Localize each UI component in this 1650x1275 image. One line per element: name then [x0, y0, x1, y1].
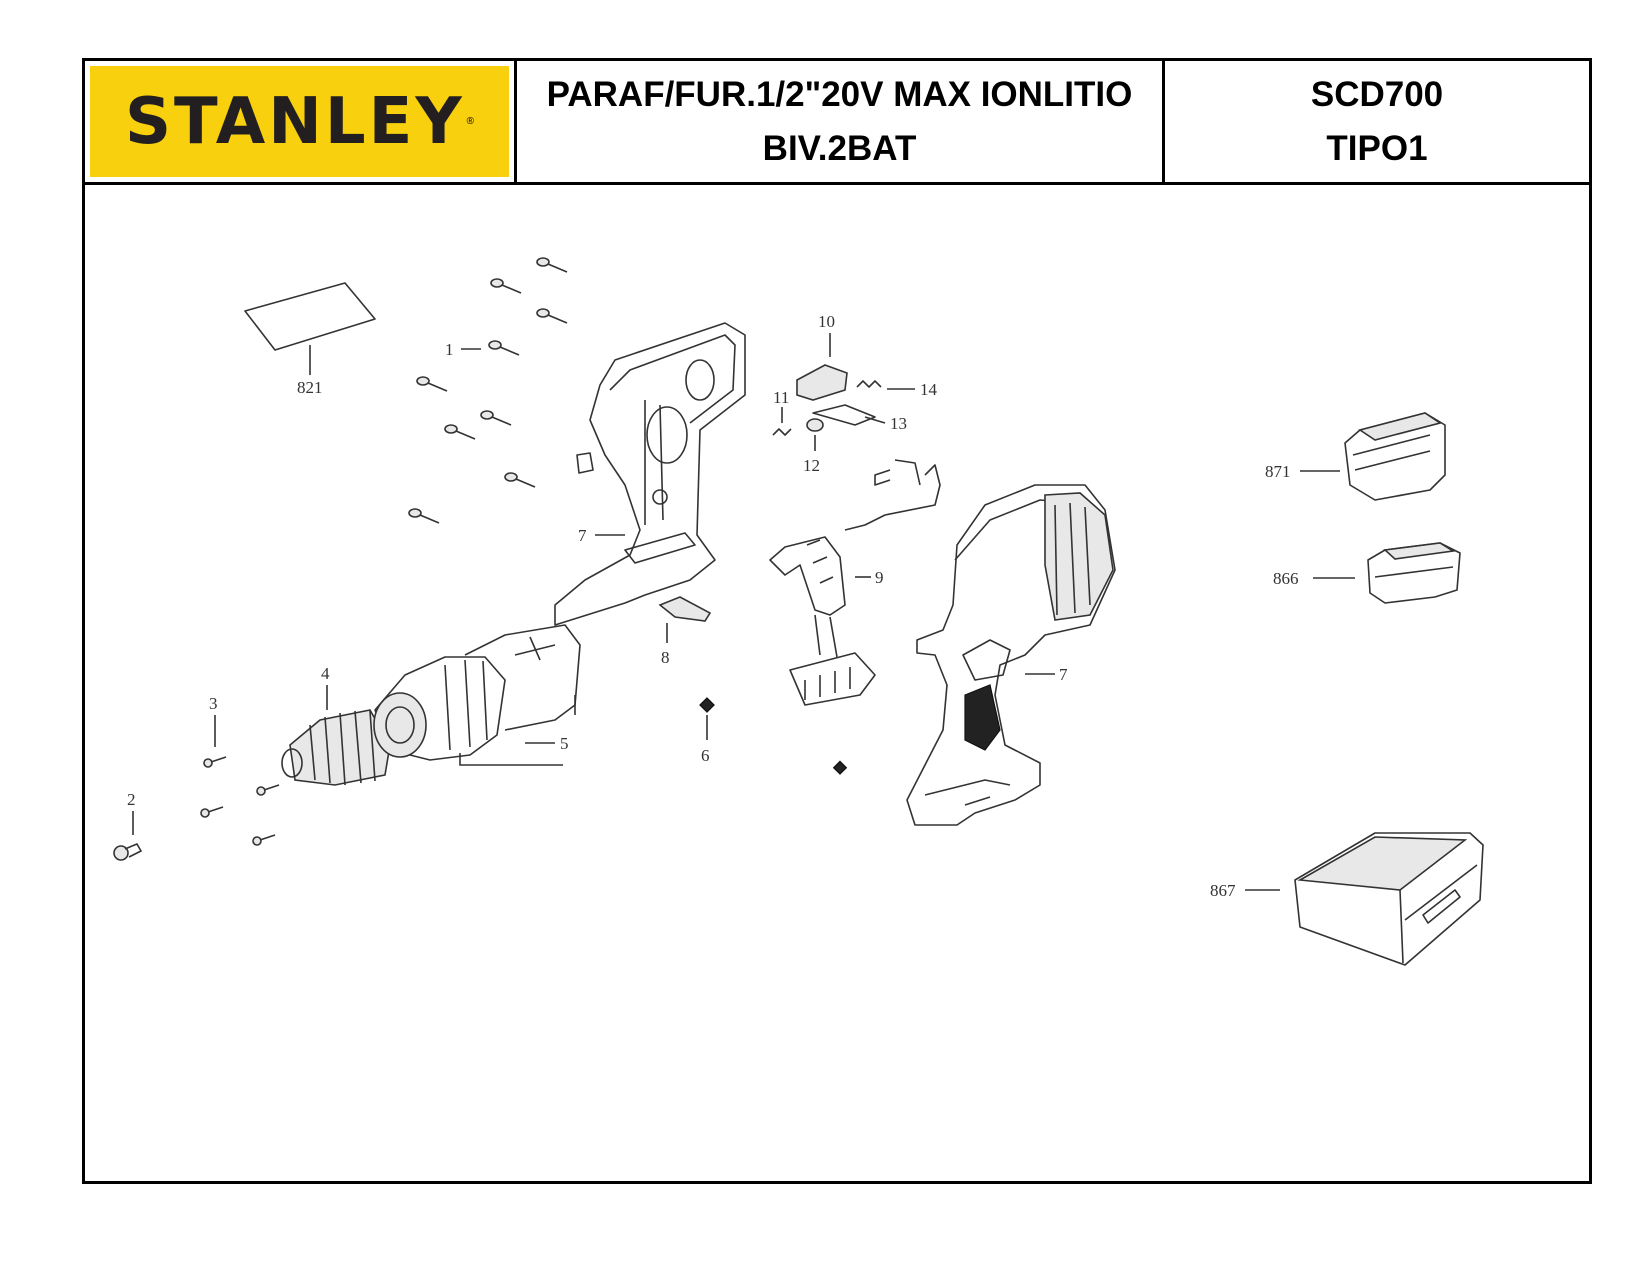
title-block: STANLEY® PARAF/FUR.1/2"20V MAX IONLITIO …	[85, 61, 1589, 185]
screw-icon	[200, 806, 224, 818]
callout-12: 12	[803, 456, 820, 475]
part-867-carry-case: 867	[1210, 832, 1484, 966]
screw-icon	[504, 472, 536, 488]
callout-6: 6	[701, 746, 710, 765]
screw-icon	[444, 424, 476, 440]
part-3-screws: 3	[200, 694, 280, 846]
logo-wordmark: STANLEY	[124, 84, 465, 159]
callout-7-right: 7	[1059, 665, 1068, 684]
part-866-battery: 866	[1273, 542, 1461, 604]
exploded-view-drawing: 821 1	[113, 257, 1484, 966]
screw-icon	[488, 340, 520, 356]
screw-icon	[490, 278, 522, 294]
callout-871: 871	[1265, 462, 1291, 481]
part-4-chuck: 4	[281, 664, 391, 786]
part-871-charger: 871	[1265, 412, 1446, 501]
model-type: TIPO1	[1326, 128, 1428, 168]
description-cell: PARAF/FUR.1/2"20V MAX IONLITIO BIV.2BAT	[517, 61, 1165, 182]
part-2-chuck-screw: 2	[113, 790, 142, 861]
callout-11: 11	[773, 388, 789, 407]
screw-icon	[203, 756, 227, 768]
callout-7-left: 7	[578, 526, 587, 545]
stanley-logo: STANLEY®	[90, 66, 509, 177]
description-line-1: PARAF/FUR.1/2"20V MAX IONLITIO	[546, 74, 1133, 114]
screw-icon	[256, 784, 280, 796]
callout-9: 9	[875, 568, 884, 587]
part-8-forward-reverse-switch: 8	[658, 596, 712, 667]
description-line-2: BIV.2BAT	[762, 128, 917, 168]
part-5-gearbox-motor: 5	[373, 624, 581, 766]
screw-icon	[408, 508, 440, 524]
part-6-fastener: 6	[699, 697, 848, 775]
part-7-housing-left: 7	[554, 322, 746, 626]
screw-icon	[480, 410, 512, 426]
part-12-button: 12	[803, 418, 824, 475]
callout-821: 821	[297, 378, 323, 397]
callout-10: 10	[818, 312, 835, 331]
part-10-switch-cover: 10	[796, 312, 848, 401]
callout-5: 5	[560, 734, 569, 753]
part-14-spring: 14	[856, 380, 938, 399]
callout-1: 1	[445, 340, 454, 359]
screw-icon	[536, 257, 568, 273]
callout-3: 3	[209, 694, 218, 713]
parts-sheet: STANLEY® PARAF/FUR.1/2"20V MAX IONLITIO …	[82, 58, 1592, 1184]
part-821-manual: 821	[244, 282, 376, 397]
model-number: SCD700	[1310, 74, 1444, 114]
part-13-lock-plate: 13	[812, 404, 907, 433]
callout-4: 4	[321, 664, 330, 683]
callout-866: 866	[1273, 569, 1299, 588]
exploded-view: 821 1	[85, 185, 1589, 1181]
callout-14: 14	[920, 380, 938, 399]
callout-8: 8	[661, 648, 670, 667]
part-7-housing-right: 7	[906, 484, 1116, 826]
callout-13: 13	[890, 414, 907, 433]
callout-2: 2	[127, 790, 136, 809]
screw-icon	[536, 308, 568, 324]
callout-867: 867	[1210, 881, 1236, 900]
model-cell: SCD700 TIPO1	[1165, 61, 1589, 182]
screw-icon	[252, 834, 276, 846]
screw-icon	[416, 376, 448, 392]
part-9-trigger-switch: 9	[769, 459, 941, 706]
logo-cell: STANLEY®	[85, 61, 517, 182]
part-1-screws: 1	[408, 257, 568, 524]
part-11-spring: 11	[772, 388, 792, 436]
registered-mark-icon: ®	[466, 116, 475, 127]
